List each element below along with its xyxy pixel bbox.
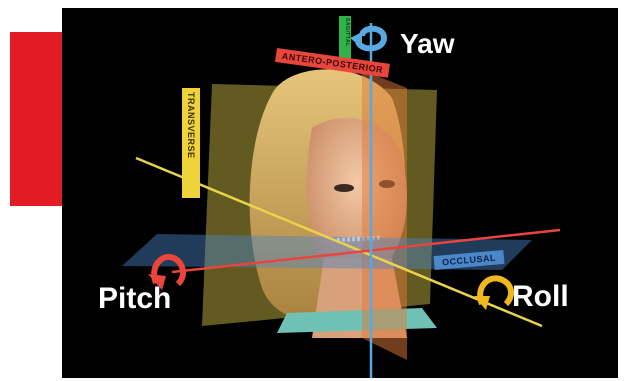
yaw-label: Yaw xyxy=(400,28,454,60)
transverse-tag: Transverse xyxy=(182,88,200,198)
orange-plane xyxy=(362,70,407,360)
yaw-rotation-arrow-icon xyxy=(350,29,384,49)
diagram-panel: Sagittal Antero-posterior Transverse Occ… xyxy=(62,8,618,378)
pitch-label: Pitch xyxy=(98,282,171,316)
sagittal-tag: Sagittal xyxy=(339,16,351,60)
transverse-label: Transverse xyxy=(186,92,196,159)
roll-label: Roll xyxy=(512,280,569,314)
eye xyxy=(334,184,354,192)
occlusal-label: Occlusal xyxy=(442,253,497,268)
sagittal-label: Sagittal xyxy=(344,18,350,47)
red-accent-tab xyxy=(10,32,62,206)
